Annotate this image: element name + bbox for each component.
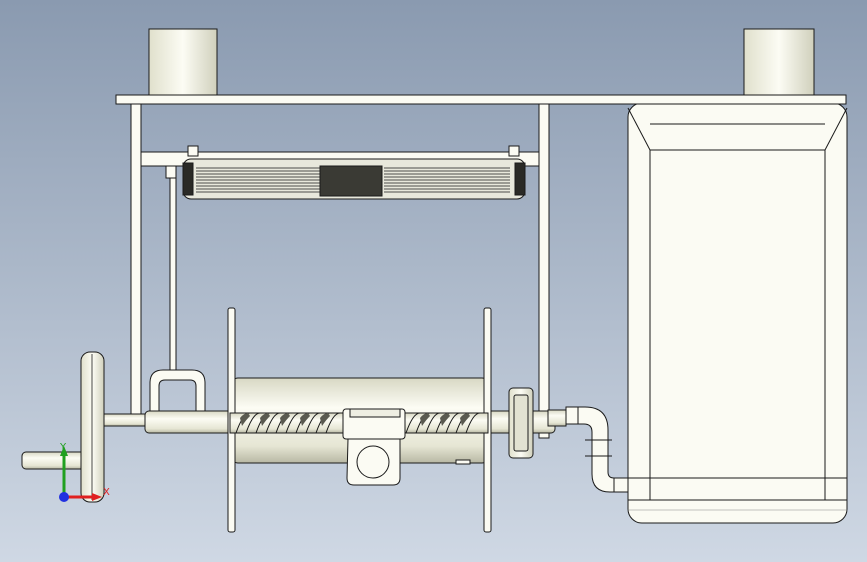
handwheel[interactable] — [80, 351, 105, 503]
top-cylinder-right[interactable] — [743, 28, 815, 96]
screw-nut-block[interactable] — [342, 408, 406, 486]
triad-y-label: Y — [60, 442, 67, 453]
frame-post-right[interactable] — [538, 103, 550, 439]
tank-box[interactable] — [627, 102, 848, 524]
frame-post-left[interactable] — [130, 103, 142, 425]
top-plate[interactable] — [115, 94, 847, 105]
bearing-hub[interactable] — [508, 387, 534, 459]
triad-x-label: X — [103, 487, 110, 498]
hanger-rod[interactable] — [165, 165, 177, 371]
pipe-elbow[interactable] — [547, 406, 629, 493]
top-cylinder-left[interactable] — [148, 28, 218, 96]
u-clamp[interactable] — [149, 369, 206, 413]
fin-heater-unit[interactable] — [182, 158, 526, 200]
coordinate-triad — [59, 446, 102, 502]
